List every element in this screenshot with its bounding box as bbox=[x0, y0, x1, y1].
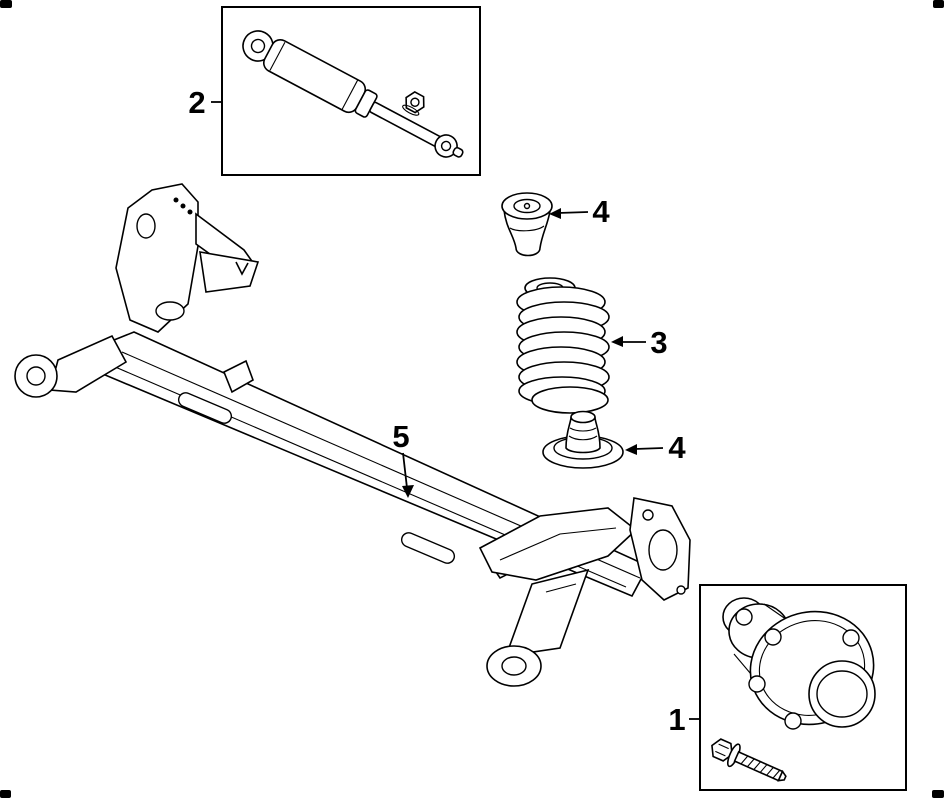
axle-right-end bbox=[478, 497, 691, 687]
hub-box bbox=[699, 584, 907, 791]
callout-2: 2 bbox=[188, 85, 222, 120]
callout-5: 5 bbox=[392, 419, 414, 498]
callout-4-lower-label: 4 bbox=[668, 430, 686, 465]
callout-1: 1 bbox=[668, 702, 700, 737]
callout-4-lower: 4 bbox=[625, 430, 686, 465]
axle-left-bracket bbox=[115, 183, 260, 333]
callout-2-label: 2 bbox=[188, 85, 205, 120]
callout-1-label: 1 bbox=[668, 702, 685, 737]
axle-left-arm bbox=[14, 334, 128, 398]
shock-absorber-drawing bbox=[242, 30, 464, 158]
coil-spring bbox=[516, 277, 610, 414]
upper-spring-insulator bbox=[501, 192, 553, 257]
callout-3: 3 bbox=[611, 325, 668, 360]
callout-3-label: 3 bbox=[650, 325, 667, 360]
lower-spring-insulator bbox=[542, 410, 624, 469]
callout-4-upper-label: 4 bbox=[592, 194, 610, 229]
axle-beam bbox=[14, 183, 691, 687]
shock-nut bbox=[402, 91, 425, 116]
callout-4-upper: 4 bbox=[549, 194, 610, 229]
hub-assembly bbox=[722, 597, 876, 730]
callout-5-label: 5 bbox=[392, 419, 409, 454]
wheel-bolt bbox=[711, 738, 787, 782]
shock-absorber-box bbox=[221, 6, 481, 176]
